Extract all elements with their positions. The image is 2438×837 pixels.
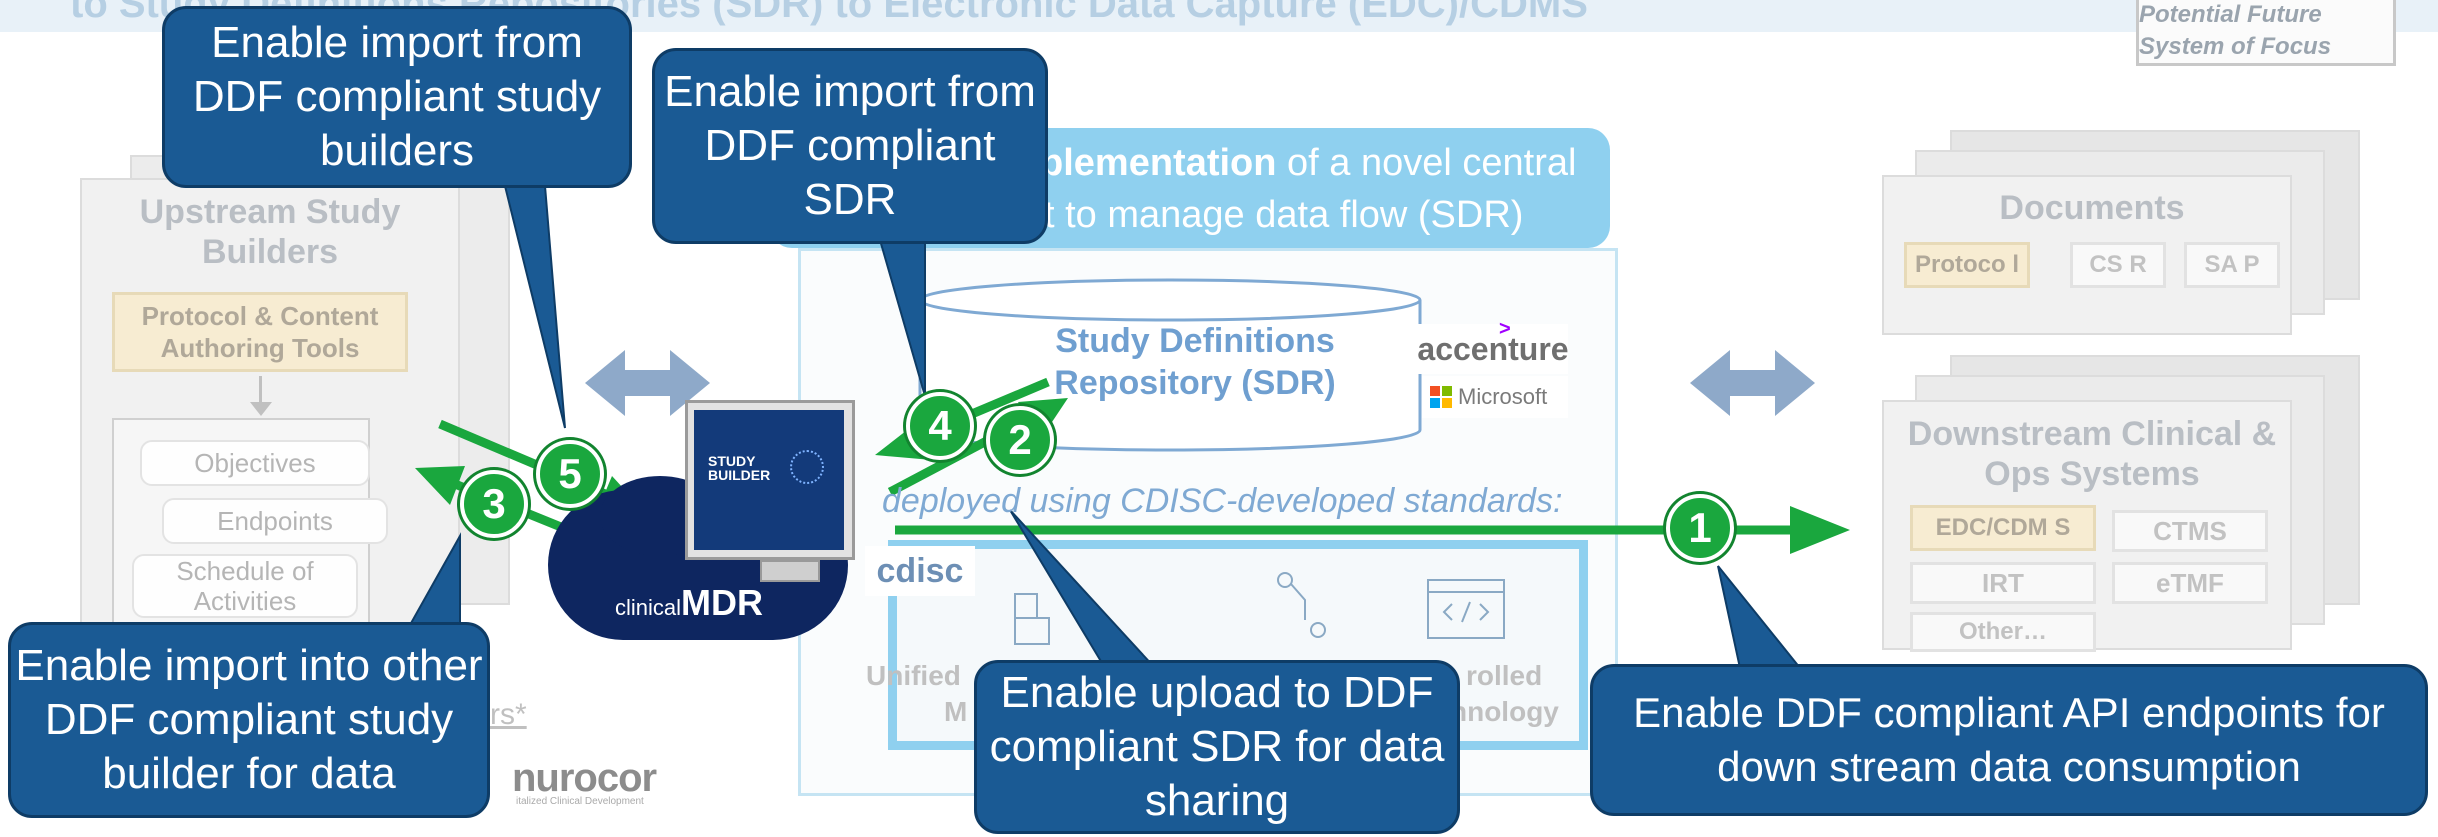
flow-line-icon bbox=[1290, 583, 1306, 620]
cdisc-logo: cdisc bbox=[865, 546, 975, 596]
arrow-1-head bbox=[1790, 506, 1850, 554]
cylinder-top bbox=[918, 278, 1422, 322]
callout-3-tail bbox=[408, 532, 461, 626]
clinicalmdr-prefix: clinical bbox=[615, 595, 682, 620]
callout-2-tail bbox=[878, 239, 926, 397]
right-bidirectional-arrow-icon bbox=[1690, 350, 1815, 416]
banner-line-2: t to manage data flow (SDR) bbox=[1044, 194, 1524, 236]
box-icon-top bbox=[1014, 593, 1038, 619]
network-graphic-icon bbox=[790, 450, 824, 484]
clinicalmdr-logo: clinicalMDR bbox=[615, 582, 763, 624]
callout-api-endpoints: Enable DDF compliant API endpoints for d… bbox=[1590, 664, 2428, 816]
flow-node-icon bbox=[1277, 572, 1293, 588]
accenture-chevron-icon: > bbox=[1499, 318, 1511, 340]
documents-title: Documents bbox=[1999, 189, 2185, 227]
sdr-label: Study Definitions Repository (SDR) bbox=[1054, 322, 1336, 402]
upstream-title: Upstream Study Builders bbox=[139, 193, 401, 271]
legend-box: Potential Future System of Focus bbox=[2136, 0, 2396, 66]
flow-node-icon-2 bbox=[1310, 622, 1326, 638]
banner-rest: of a novel central bbox=[1276, 142, 1577, 184]
objectives-item: Objectives bbox=[140, 440, 370, 486]
legend-line-2: System of Focus bbox=[2139, 33, 2332, 60]
ctms-item: CTMS bbox=[2112, 510, 2268, 552]
callout-import-from-study-builders: Enable import from DDF compliant study b… bbox=[162, 6, 632, 188]
technology-fragment: hnology bbox=[1450, 696, 1559, 727]
unified-fragment: Unified bbox=[866, 660, 961, 691]
code-brackets-icon bbox=[1442, 601, 1490, 623]
etmf-item: eTMF bbox=[2112, 562, 2268, 604]
microsoft-logo: Microsoft bbox=[1458, 384, 1548, 409]
microsoft-squares-icon bbox=[1430, 386, 1452, 408]
nurocor-logo-subtext: italized Clinical Development bbox=[516, 796, 644, 807]
endpoints-item: Endpoints bbox=[162, 498, 388, 544]
banner-bold: plementation bbox=[1040, 142, 1277, 184]
callout-1-tail bbox=[503, 185, 566, 429]
callout-5-tail bbox=[1717, 565, 1803, 669]
callout-import-into-study-builder: Enable import into other DDF compliant s… bbox=[8, 622, 490, 818]
callout-upload-to-sdr: Enable upload to DDF compliant SDR for d… bbox=[974, 660, 1460, 834]
box-icon bbox=[1014, 617, 1050, 645]
edc-cdms-item: EDC/CDM S bbox=[1910, 505, 2096, 551]
study-builder-screen-title: STUDY BUILDER bbox=[708, 453, 771, 483]
down-arrow-icon bbox=[250, 402, 272, 416]
marker-1: 1 bbox=[1666, 494, 1734, 562]
controlled-fragment: rolled bbox=[1466, 660, 1543, 691]
standards-icons bbox=[1014, 572, 1505, 645]
cylinder-body bbox=[920, 300, 1420, 430]
callout-import-from-sdr: Enable import from DDF compliant SDR bbox=[652, 48, 1048, 244]
schedule-of-activities-item: Schedule of Activities bbox=[132, 554, 358, 618]
protocol-item: Protoco l bbox=[1904, 242, 2030, 288]
banner-line-1: plementation of a novel central bbox=[1040, 142, 1576, 185]
other-item: Other… bbox=[1910, 612, 2096, 652]
sap-item: SA P bbox=[2184, 242, 2280, 288]
model-fragment: M bbox=[944, 696, 968, 727]
code-window-icon bbox=[1427, 579, 1505, 639]
legend-line-1: Potential Future bbox=[2139, 1, 2322, 28]
downstream-title: Downstream Clinical & Ops Systems bbox=[1907, 415, 2277, 493]
deployed-text: deployed using CDISC-developed standards… bbox=[882, 482, 1563, 520]
microsoft-logo-badge: Microsoft bbox=[1422, 376, 1568, 418]
marker-3: 3 bbox=[460, 470, 528, 538]
left-bidirectional-arrow-icon bbox=[585, 350, 710, 416]
arrow-3-head bbox=[415, 466, 465, 505]
partial-text: rs* bbox=[490, 698, 527, 731]
clinicalmdr-main: MDR bbox=[681, 582, 764, 623]
accenture-logo: accenture bbox=[1417, 324, 1569, 374]
irt-item: IRT bbox=[1910, 562, 2096, 604]
marker-2: 2 bbox=[986, 406, 1054, 474]
monitor-screen bbox=[694, 410, 844, 550]
authoring-tools-box: Protocol & Content Authoring Tools bbox=[112, 292, 408, 372]
nurocor-logo: nurocor bbox=[512, 756, 657, 800]
down-connector bbox=[259, 376, 262, 406]
monitor-stand bbox=[760, 560, 820, 582]
marker-5: 5 bbox=[536, 440, 604, 508]
csr-item: CS R bbox=[2070, 242, 2166, 288]
marker-4: 4 bbox=[906, 392, 974, 460]
